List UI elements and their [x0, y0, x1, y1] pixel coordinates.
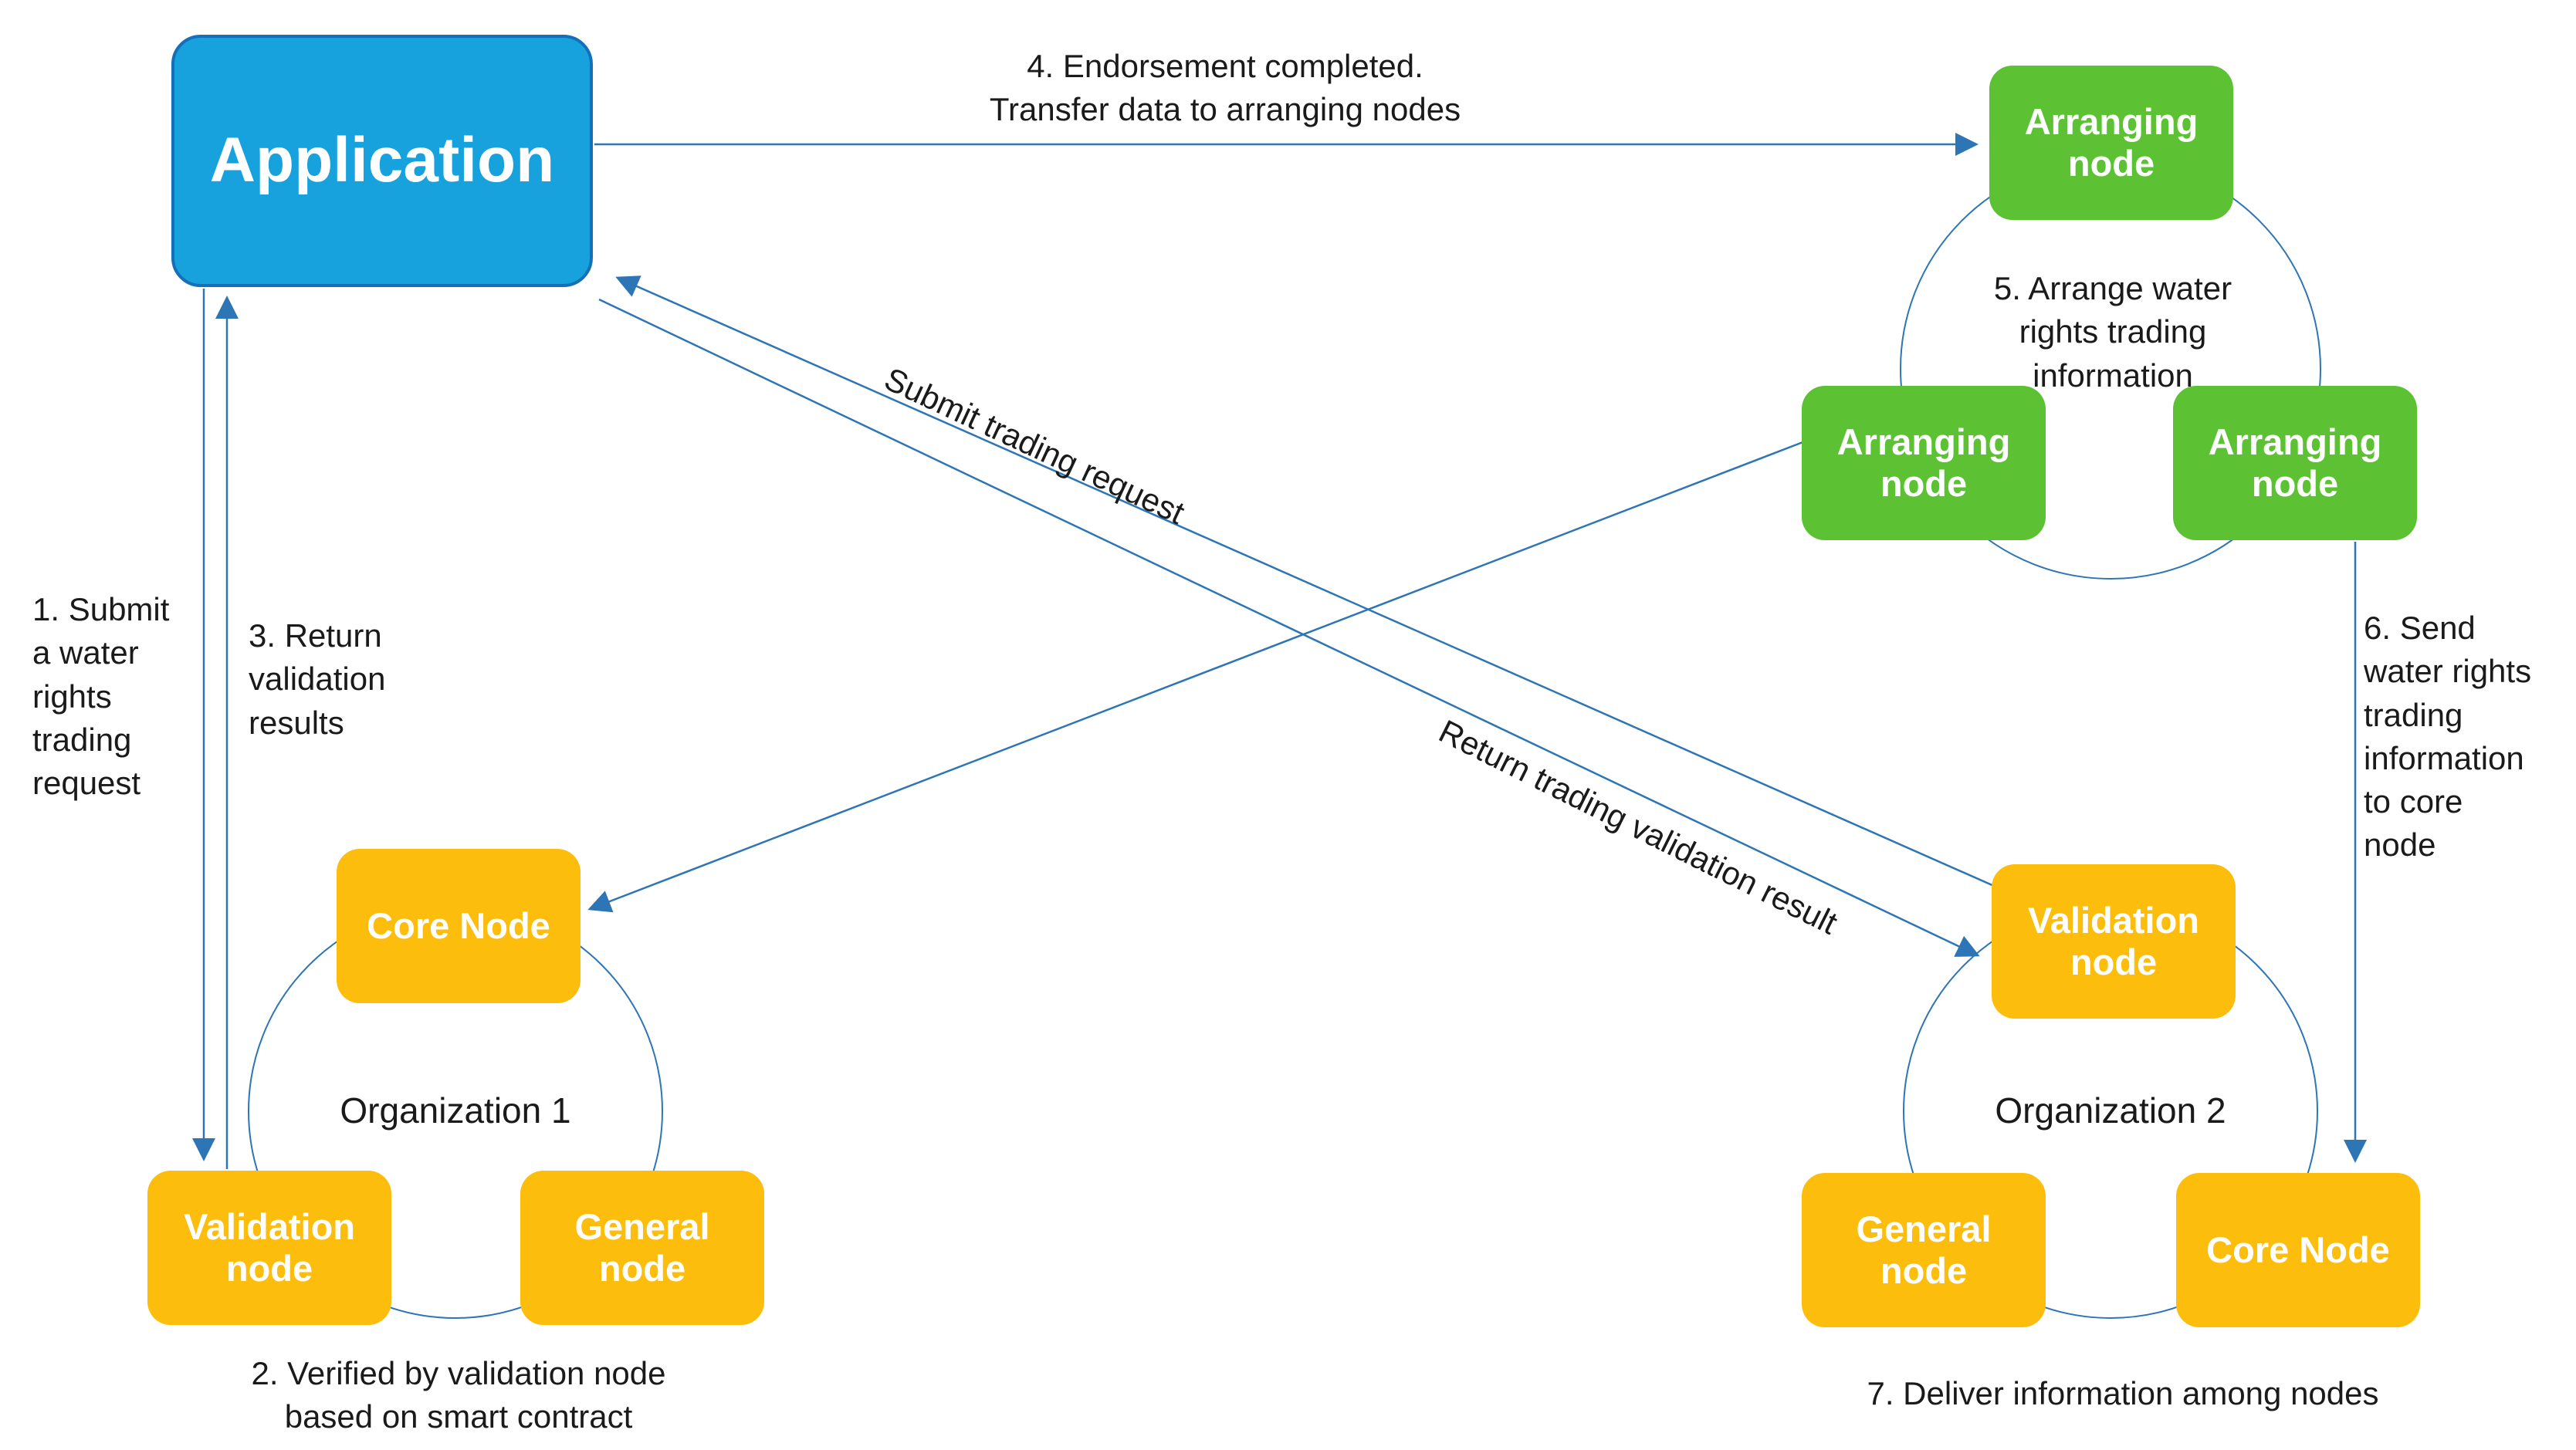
- label-step4-endorsement-completed: 4. Endorsement completed. Transfer data …: [989, 48, 1461, 128]
- label-step1-submit-request: 1. Submit a water rights trading request: [32, 591, 170, 802]
- label-step7-deliver-info: 7. Deliver information among nodes: [1867, 1375, 2379, 1411]
- org2-validation-node[interactable]: Validation node: [1992, 864, 2236, 1019]
- application-node[interactable]: Application: [171, 35, 593, 287]
- org2-core-node-label: Core Node: [2206, 1229, 2390, 1270]
- application-label: Application: [209, 125, 555, 196]
- org1-validation-node[interactable]: Validation node: [147, 1171, 391, 1325]
- organization1-title: Organization 1: [340, 1090, 571, 1131]
- org1-general-node-label: General node: [574, 1205, 710, 1289]
- org1-core-node-label: Core Node: [367, 904, 550, 946]
- arrow-submit-trading-request: [598, 298, 1980, 957]
- arrow-arranging-to-org1-core: [587, 440, 1806, 913]
- org2-core-node[interactable]: Core Node: [2176, 1173, 2420, 1327]
- label-step6-send-info-to-core: 6. Send water rights trading information…: [2364, 610, 2532, 864]
- org1-general-node[interactable]: General node: [520, 1171, 764, 1325]
- arranging-node-left[interactable]: Arranging node: [1802, 386, 2046, 540]
- label-step5-arrange-info: 5. Arrange water rights trading informat…: [1993, 270, 2232, 394]
- arranging-node-right-label: Arranging node: [2208, 421, 2382, 504]
- label-step3-return-validation-results: 3. Return validation results: [249, 617, 386, 741]
- org2-validation-node-label: Validation node: [2028, 899, 2199, 982]
- org2-general-node[interactable]: General node: [1802, 1173, 2046, 1327]
- arranging-node-top-label: Arranging node: [2024, 100, 2199, 184]
- label-step2-verified-by-validation: 2. Verified by validation node based on …: [251, 1355, 666, 1435]
- arranging-node-left-label: Arranging node: [1836, 421, 2011, 504]
- arranging-node-top[interactable]: Arranging node: [1989, 66, 2233, 220]
- org1-validation-node-label: Validation node: [184, 1205, 355, 1289]
- arrow-return-trading-validation-result: [615, 275, 2002, 891]
- org2-general-node-label: General node: [1856, 1208, 1992, 1291]
- org1-core-node[interactable]: Core Node: [337, 849, 581, 1003]
- organization2-title: Organization 2: [1995, 1090, 2226, 1131]
- arranging-node-right[interactable]: Arranging node: [2173, 386, 2417, 540]
